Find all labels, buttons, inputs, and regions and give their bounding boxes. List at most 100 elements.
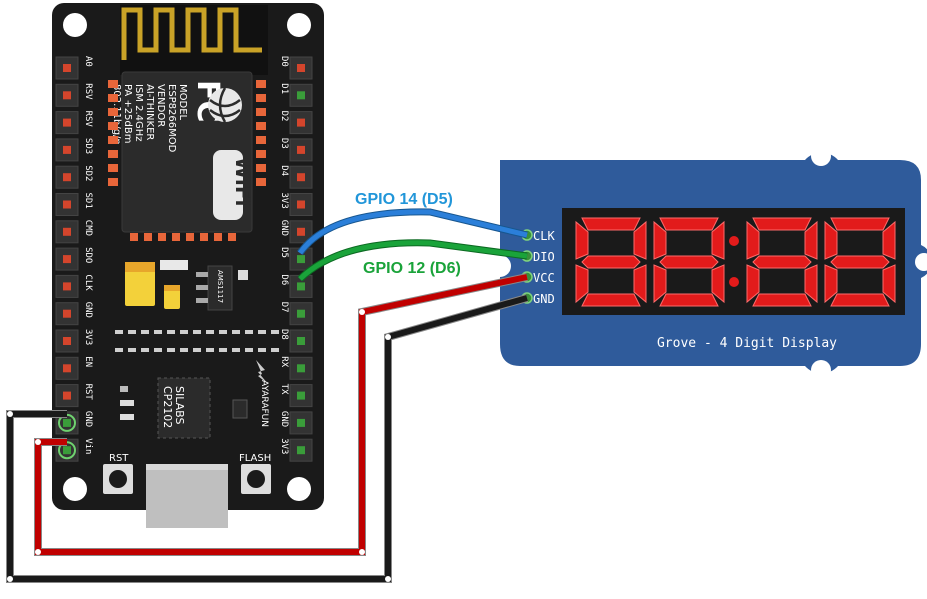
right-pin-label: GND — [279, 220, 289, 236]
right-pin-label: D0 — [279, 56, 289, 67]
pin-contact — [63, 337, 71, 345]
pin-contact — [63, 145, 71, 154]
segment — [882, 264, 896, 304]
segment — [830, 255, 890, 269]
segment — [824, 264, 838, 304]
segment — [830, 217, 890, 231]
pin-contact — [63, 255, 71, 264]
right-pin-label: TX — [279, 384, 289, 395]
rst-button-label: RST — [109, 453, 129, 464]
capacitor — [125, 262, 155, 306]
mounting-hole — [811, 360, 831, 380]
seven-segment-digits — [575, 217, 896, 307]
pin-contact — [63, 446, 71, 455]
chip-model: CP2102 — [161, 386, 174, 428]
right-pin-label: D7 — [279, 302, 289, 313]
segment — [711, 220, 725, 260]
left-pin-label: 3V3 — [83, 329, 93, 345]
segment — [575, 264, 589, 304]
chip-vendor: SILABS — [173, 386, 186, 424]
module-band: ISM 2.4GHz — [133, 84, 144, 142]
nodemcu-board: FC MODEL ESP8266MOD VENDOR AI-THINKER IS… — [52, 3, 324, 528]
segment — [575, 220, 589, 260]
pin-contact — [297, 145, 305, 154]
segment — [752, 293, 812, 307]
pin-contact — [297, 364, 305, 373]
pin-contact — [297, 255, 305, 264]
dio-wire-label: GPIO 12 (D6) — [363, 260, 461, 277]
pin-contact — [297, 282, 305, 291]
left-pin-label: SD2 — [83, 165, 93, 181]
pin-contact — [297, 309, 305, 318]
left-pin-label: CMD — [83, 220, 93, 236]
segment — [882, 220, 896, 260]
left-pin-label: CLK — [83, 274, 93, 291]
usb-serial-chip: SILABS CP2102 — [157, 377, 211, 439]
wires — [6, 208, 529, 583]
pin-contact — [63, 418, 71, 427]
pin-contact — [63, 282, 71, 291]
right-pin-label: GND — [279, 411, 289, 427]
flash-button-label: FLASH — [239, 453, 271, 464]
segment — [633, 220, 647, 260]
mounting-hole — [287, 477, 311, 501]
segment — [830, 293, 890, 307]
right-pin-label: D5 — [279, 247, 289, 258]
pin-contact — [297, 391, 305, 400]
mounting-hole — [287, 13, 311, 37]
flash-button[interactable]: FLASH — [239, 453, 271, 494]
left-pin-label: RST — [83, 384, 93, 401]
grove-pin-label: GND — [533, 292, 555, 306]
pin-contact — [63, 91, 71, 100]
micro-usb-connector — [146, 464, 228, 528]
clk-wire-label: GPIO 14 (D5) — [355, 191, 453, 208]
left-pin-label: GND — [83, 302, 93, 318]
module-model: ESP8266MOD — [166, 84, 177, 153]
pin-contact — [63, 173, 71, 182]
rst-button[interactable]: RST — [103, 453, 133, 494]
pin-contact — [63, 391, 71, 400]
module-power: PA +25dBm — [122, 84, 133, 143]
left-pin-label: SD3 — [83, 138, 93, 154]
left-pin-label: SD1 — [83, 193, 93, 209]
segment — [659, 255, 719, 269]
esp8266-module: FC MODEL ESP8266MOD VENDOR AI-THINKER IS… — [111, 71, 255, 241]
capacitor-small — [164, 285, 180, 309]
right-pin-label: D2 — [279, 111, 289, 122]
pin-contact — [63, 64, 71, 72]
grove-pin-label: DIO — [533, 250, 555, 264]
mounting-hole — [811, 146, 831, 166]
left-pin-header — [55, 56, 79, 462]
right-pin-label: 3V3 — [279, 193, 289, 209]
mounting-hole — [489, 255, 511, 277]
transistor — [232, 399, 248, 419]
pin-contact — [63, 118, 71, 127]
right-pin-header — [289, 56, 313, 462]
grove-pin-label: VCC — [533, 271, 555, 285]
pin-contact — [297, 337, 305, 345]
svg-text:WiFi: WiFi — [231, 157, 255, 206]
wifi-antenna — [120, 5, 268, 75]
globe-icon — [208, 87, 242, 123]
mounting-hole — [63, 13, 87, 37]
module-vendor-label: VENDOR — [155, 84, 166, 127]
mounting-hole — [63, 477, 87, 501]
segment — [581, 217, 641, 231]
segment — [746, 264, 760, 304]
pin-contact — [297, 227, 305, 236]
segment — [746, 220, 760, 260]
right-pin-label: 3V3 — [279, 438, 289, 454]
left-pin-label: SDO — [83, 247, 93, 263]
pin-contact — [297, 173, 305, 182]
right-pin-label: RX — [279, 356, 289, 367]
pin-contact — [63, 200, 71, 209]
brand-label: AYARAFUN — [259, 380, 269, 427]
right-pin-label: D8 — [279, 329, 289, 340]
pin-contact — [63, 364, 71, 373]
segment — [752, 255, 812, 269]
wifi-logo: WiFi — [213, 150, 255, 220]
left-pin-label: A0 — [83, 56, 93, 67]
segment — [824, 220, 838, 260]
left-pin-label: GND — [83, 411, 93, 427]
